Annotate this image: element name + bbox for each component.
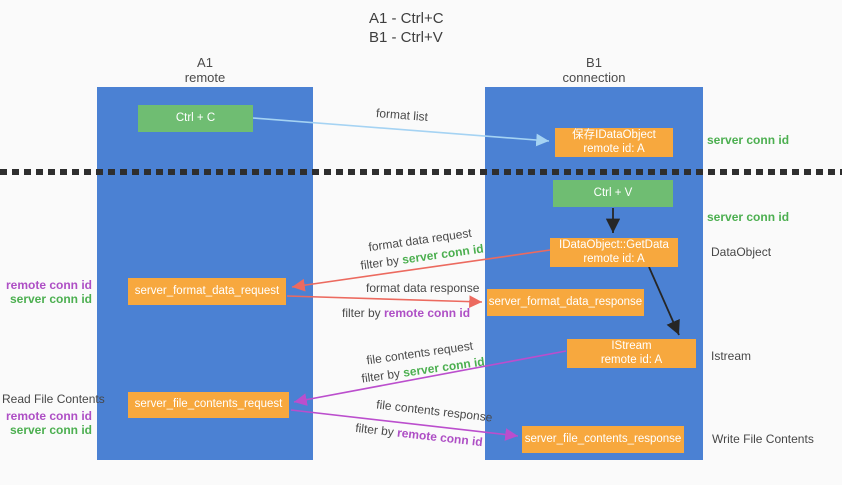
server-format-data-request-label: server_format_data_request — [134, 284, 280, 297]
title-line-2: B1 - Ctrl+V — [369, 29, 443, 46]
server-format-data-response-label: server_format_data_response — [488, 295, 643, 308]
server-conn-id-label: server conn id — [9, 423, 92, 437]
lane-header-b1: B1 connection — [485, 55, 703, 85]
write-file-contents-label: Write File Contents — [712, 432, 814, 446]
server-file-contents-response-label: server_file_contents_response — [524, 432, 682, 445]
istream-line2: remote id: A — [600, 353, 663, 366]
istream-line1: IStream — [611, 340, 652, 352]
lane-b1-subtitle: connection — [562, 70, 626, 85]
getdata-line2: remote id: A — [583, 252, 645, 265]
server-file-contents-request-node: server_file_contents_request — [128, 392, 289, 418]
save-dataobject-node: 保存IDataObject remote id: A — [555, 128, 673, 157]
getdata-node: IDataObject::GetData remote id: A — [550, 238, 678, 267]
format-data-response-arrow — [286, 295, 483, 309]
server-file-contents-response-node: server_file_contents_response — [522, 426, 684, 453]
server-conn-id-mid-label: server conn id — [707, 210, 790, 224]
lane-b1-name: B1 — [586, 55, 602, 70]
format-data-response-filter-label: filter by remote conn id — [342, 306, 470, 320]
filter-by-prefix: filter by — [342, 306, 385, 320]
remote-conn-id-label: remote conn id — [5, 409, 92, 423]
server-conn-id-label: server conn id — [9, 292, 92, 306]
conn-id-pair-top: remote conn id server conn id — [2, 278, 92, 306]
server-format-data-request-node: server_format_data_request — [128, 278, 286, 305]
dataobject-label: DataObject — [711, 245, 772, 259]
ctrl-v-node: Ctrl + V — [553, 180, 673, 207]
lane-a1-subtitle: remote — [184, 70, 226, 85]
format-data-request-arrow — [291, 249, 551, 292]
file-contents-response-arrow — [290, 409, 519, 441]
ctrl-c-label: Ctrl + C — [175, 111, 216, 124]
getdata-to-istream-arrow — [648, 266, 680, 336]
getdata-line1: IDataObject::GetData — [559, 239, 669, 251]
conn-id-pair-bottom: Read File Contents remote conn id server… — [2, 392, 105, 437]
title-line-1: A1 - Ctrl+C — [369, 10, 444, 27]
remote-conn-id-label: remote conn id — [5, 278, 92, 292]
read-file-contents-label: Read File Contents — [2, 392, 105, 406]
istream-node: IStream remote id: A — [567, 339, 696, 368]
format-list-arrow — [252, 117, 550, 147]
diagram-title: A1 - Ctrl+C B1 - Ctrl+V — [369, 9, 444, 47]
lane-header-a1: A1 remote — [97, 55, 313, 85]
ctrl-c-node: Ctrl + C — [138, 105, 253, 132]
istream-side-label: Istream — [711, 349, 752, 363]
save-dataobject-line1: 保存IDataObject — [572, 129, 656, 141]
server-format-data-response-node: server_format_data_response — [487, 289, 644, 316]
server-file-contents-request-label: server_file_contents_request — [134, 398, 283, 411]
remote-conn-id-key: remote conn id — [384, 306, 471, 320]
server-conn-id-top-label: server conn id — [707, 133, 790, 147]
format-data-response-label: format data response — [366, 281, 480, 295]
dotted-separator-line — [0, 169, 842, 175]
save-dataobject-line2: remote id: A — [583, 142, 645, 155]
ctrl-v-label: Ctrl + V — [593, 186, 633, 199]
lane-a1-name: A1 — [197, 55, 213, 70]
file-contents-request-arrow — [293, 350, 567, 406]
